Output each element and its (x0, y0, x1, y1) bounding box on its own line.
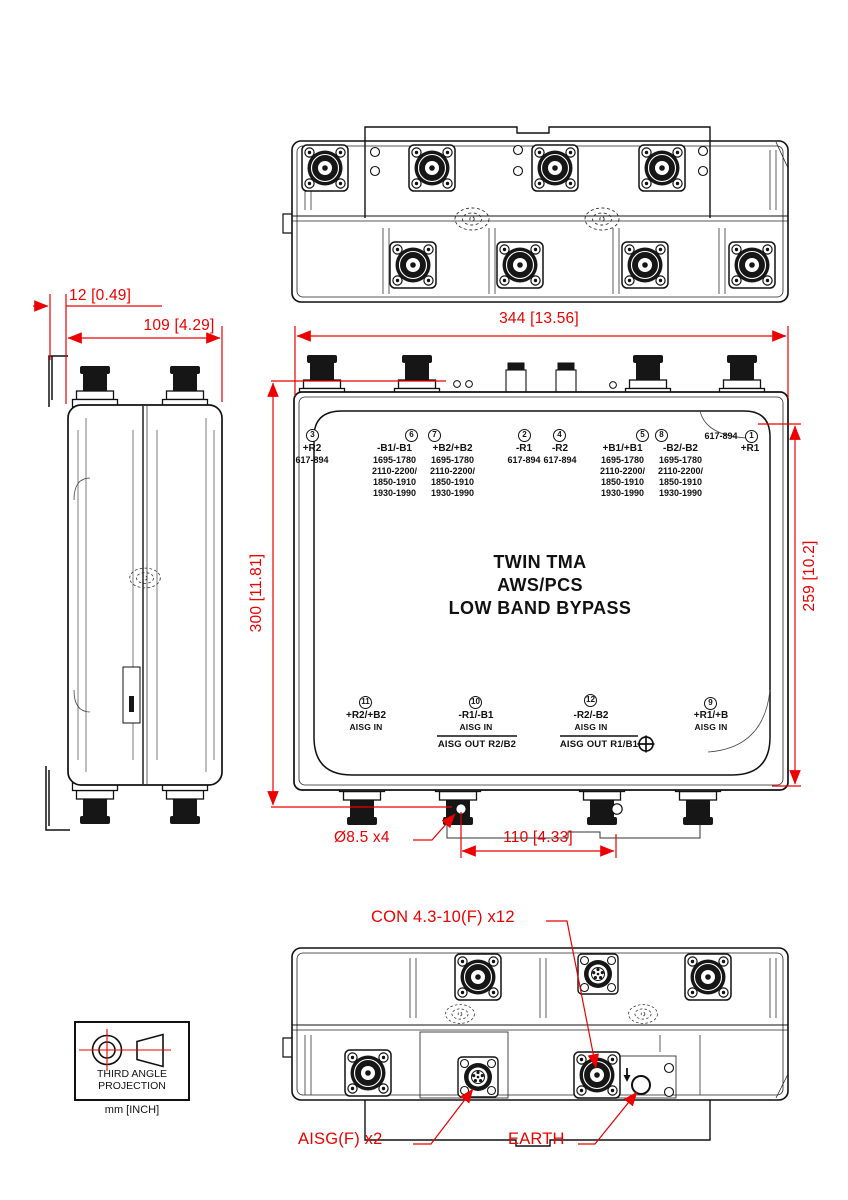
units-note: mm [INCH] (104, 1104, 160, 1116)
port-label-11: +R2/+B2 AISG IN (345, 710, 387, 732)
projection-label-line2: PROJECTION (98, 1080, 166, 1092)
bottom-view (282, 947, 789, 1147)
port-circle-9: 9 (704, 697, 717, 710)
port-label-6: -B1/-B1 1695-1780 2110-2200/ 1850-1910 1… (371, 443, 418, 498)
aisg-out-r2b2-label: AISG OUT R2/B2 (437, 739, 517, 750)
port-label-10: -R1/-B1 AISG IN (458, 710, 494, 732)
callout-earth: EARTH (508, 1130, 565, 1148)
port-label-3: +R2 617-894 (295, 443, 329, 465)
port-circle-11: 11 (359, 696, 372, 709)
dim-hole-spacing: 110 [4.33] (503, 829, 573, 846)
dim-width: 344 [13.56] (499, 310, 579, 327)
dim-depth: 109 [4.29] (143, 317, 215, 334)
port-circle-6: 6 (405, 429, 418, 442)
aisg-out-r1b1-label: AISG OUT R1/B1 (559, 739, 639, 750)
port-circle-12: 12 (584, 694, 597, 707)
dim-mounting-holes: Ø8.5 x4 (334, 829, 390, 846)
projection-label-line1: THIRD ANGLE (96, 1068, 167, 1080)
port-label-8: -B2/-B2 1695-1780 2110-2200/ 1850-1910 1… (657, 443, 704, 498)
dimension-lines (33, 294, 801, 1145)
port-circle-4: 4 (553, 429, 566, 442)
top-view (282, 126, 789, 303)
port-circle-10: 10 (469, 696, 482, 709)
dim-height-overall: 300 [11.81] (248, 553, 265, 633)
port-circle-2: 2 (518, 429, 531, 442)
port-label-12: -R2/-B2 AISG IN (573, 710, 609, 732)
port-label-2: -R1 617-894 (507, 443, 541, 465)
port-label-4: -R2 617-894 (543, 443, 577, 465)
port-circle-3: 3 (306, 429, 319, 442)
port-label-1: +R1 (740, 443, 760, 454)
port-label-7: +B2/+B2 1695-1780 2110-2200/ 1850-1910 1… (429, 443, 476, 498)
port-circle-5: 5 (636, 429, 649, 442)
earth-symbol (637, 735, 655, 753)
dim-body-height: 259 [10.2] (801, 540, 818, 612)
port-circle-7: 7 (428, 429, 441, 442)
side-view (45, 355, 223, 831)
port-label-5: +B1/+B1 1695-1780 2110-2200/ 1850-1910 1… (599, 443, 646, 498)
port-label-9: +R1/+B AISG IN (693, 710, 729, 732)
callout-aisg: AISG(F) x2 (298, 1130, 383, 1148)
port-label-1-freq: 617-894 (704, 431, 738, 441)
callout-connector-type: CON 4.3-10(F) x12 (371, 908, 515, 926)
earth-stud (623, 1062, 675, 1098)
dim-mounting-offset: 12 [0.49] (69, 287, 132, 304)
third-angle-projection-symbol (74, 1021, 190, 1101)
port-circle-8: 8 (655, 429, 668, 442)
device-title: TWIN TMA AWS/PCS LOW BAND BYPASS (448, 552, 632, 618)
port-circle-1: 1 (745, 430, 758, 443)
